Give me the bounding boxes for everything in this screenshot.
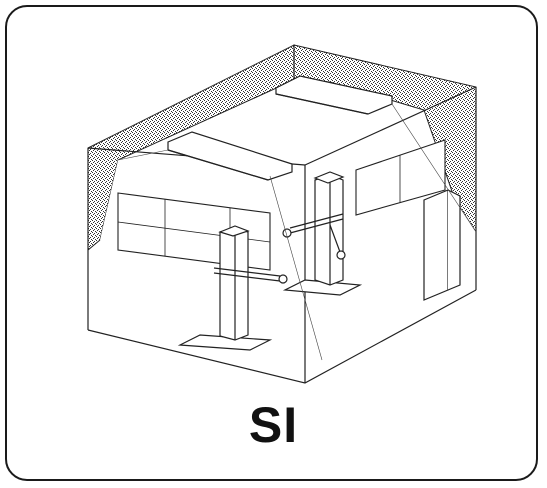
doorway — [423, 189, 461, 301]
light-rays — [117, 103, 477, 361]
figure-caption: SI — [248, 397, 299, 453]
robot-column-front — [177, 225, 288, 351]
room-outline — [87, 45, 477, 384]
robot-column-back — [282, 171, 363, 296]
window-panel-right — [355, 139, 446, 216]
